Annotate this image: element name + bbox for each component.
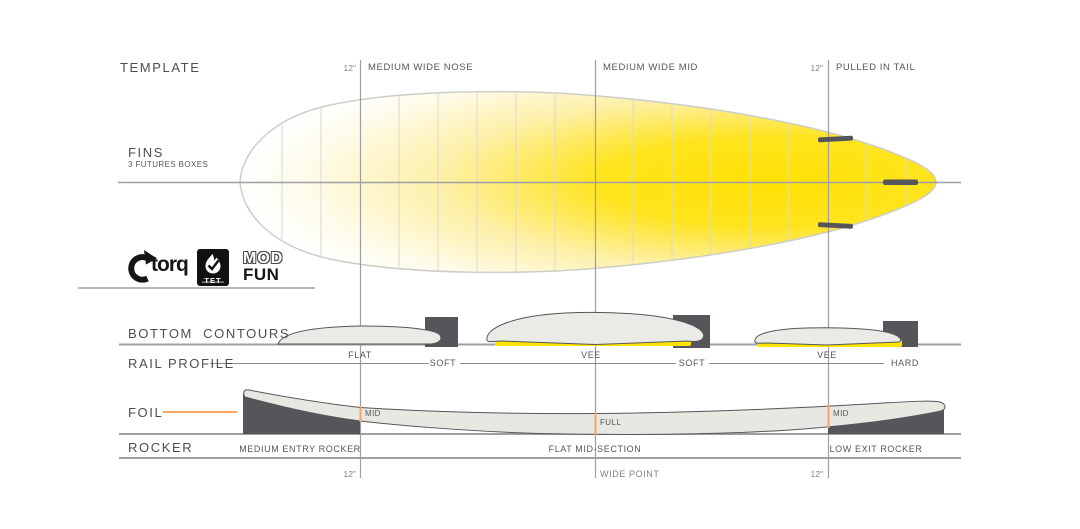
fin-box-bottom xyxy=(817,222,854,229)
rocker-label: ROCKER xyxy=(128,440,194,455)
foil-thickness-ticks xyxy=(163,405,830,435)
flame-icon xyxy=(202,254,224,283)
template-section-label: TEMPLATE xyxy=(120,60,201,75)
rail-profile-label: RAIL PROFILE xyxy=(128,356,235,371)
tct-badge: TET xyxy=(197,249,229,286)
contour-nose-section xyxy=(277,317,458,347)
fins-section-label: FINS xyxy=(128,145,165,160)
fins-sublabel: 3 FUTURES BOXES xyxy=(128,160,209,169)
contour-label-tail: VEE xyxy=(817,350,837,360)
tct-badge-label: TET xyxy=(204,276,222,285)
rocker-label-nose: MEDIUM ENTRY ROCKER xyxy=(239,444,361,454)
bottom-contours-label: BOTTOM CONTOURS xyxy=(128,326,291,341)
nose-template-label: MEDIUM WIDE NOSE xyxy=(368,62,474,73)
contour-lens-tail xyxy=(754,327,902,346)
contour-label-nose: FLAT xyxy=(348,350,372,360)
contour-mid-section xyxy=(486,311,710,348)
rocker-label-mid: FLAT MID-SECTION xyxy=(548,444,642,454)
contour-label-mid: VEE xyxy=(581,350,601,360)
contour-lens-nose xyxy=(277,325,442,345)
tail-template-label: PULLED IN TAIL xyxy=(836,62,916,73)
foil-label: FOIL xyxy=(128,405,164,420)
rail-label-nose: SOFT xyxy=(429,358,457,368)
model-line-fun: FUN xyxy=(243,265,280,284)
torq-logo-icon xyxy=(128,250,157,283)
nose-offset-measure: 12" xyxy=(343,63,356,73)
foil-label-nose: MID xyxy=(365,409,381,418)
baseline-tail-measure: 12" xyxy=(810,469,823,479)
foil-label-tail: MID xyxy=(833,409,849,418)
foil-label-mid: FULL xyxy=(600,418,622,427)
rocker-label-tail: LOW EXIT ROCKER xyxy=(829,444,923,454)
fin-box-top xyxy=(817,135,854,143)
model-line-mod: MOD xyxy=(243,250,284,267)
fin-boxes xyxy=(817,135,918,229)
mid-template-label: MEDIUM WIDE MID xyxy=(603,62,699,73)
contour-lens-mid xyxy=(486,311,705,346)
contour-tail-section xyxy=(754,321,918,347)
torq-wordmark: torq xyxy=(151,253,189,276)
tail-offset-measure: 12" xyxy=(810,63,823,73)
rail-label-mid: SOFT xyxy=(678,358,706,368)
badge-microtext-line xyxy=(202,281,224,283)
foil-profile xyxy=(163,389,946,435)
fin-box-center xyxy=(883,179,918,185)
baseline-nose-measure: 12" xyxy=(343,469,356,479)
rail-label-tail: HARD xyxy=(891,358,919,368)
wide-point-label: WIDE POINT xyxy=(600,469,660,479)
model-name: MOD FUN xyxy=(243,250,284,284)
